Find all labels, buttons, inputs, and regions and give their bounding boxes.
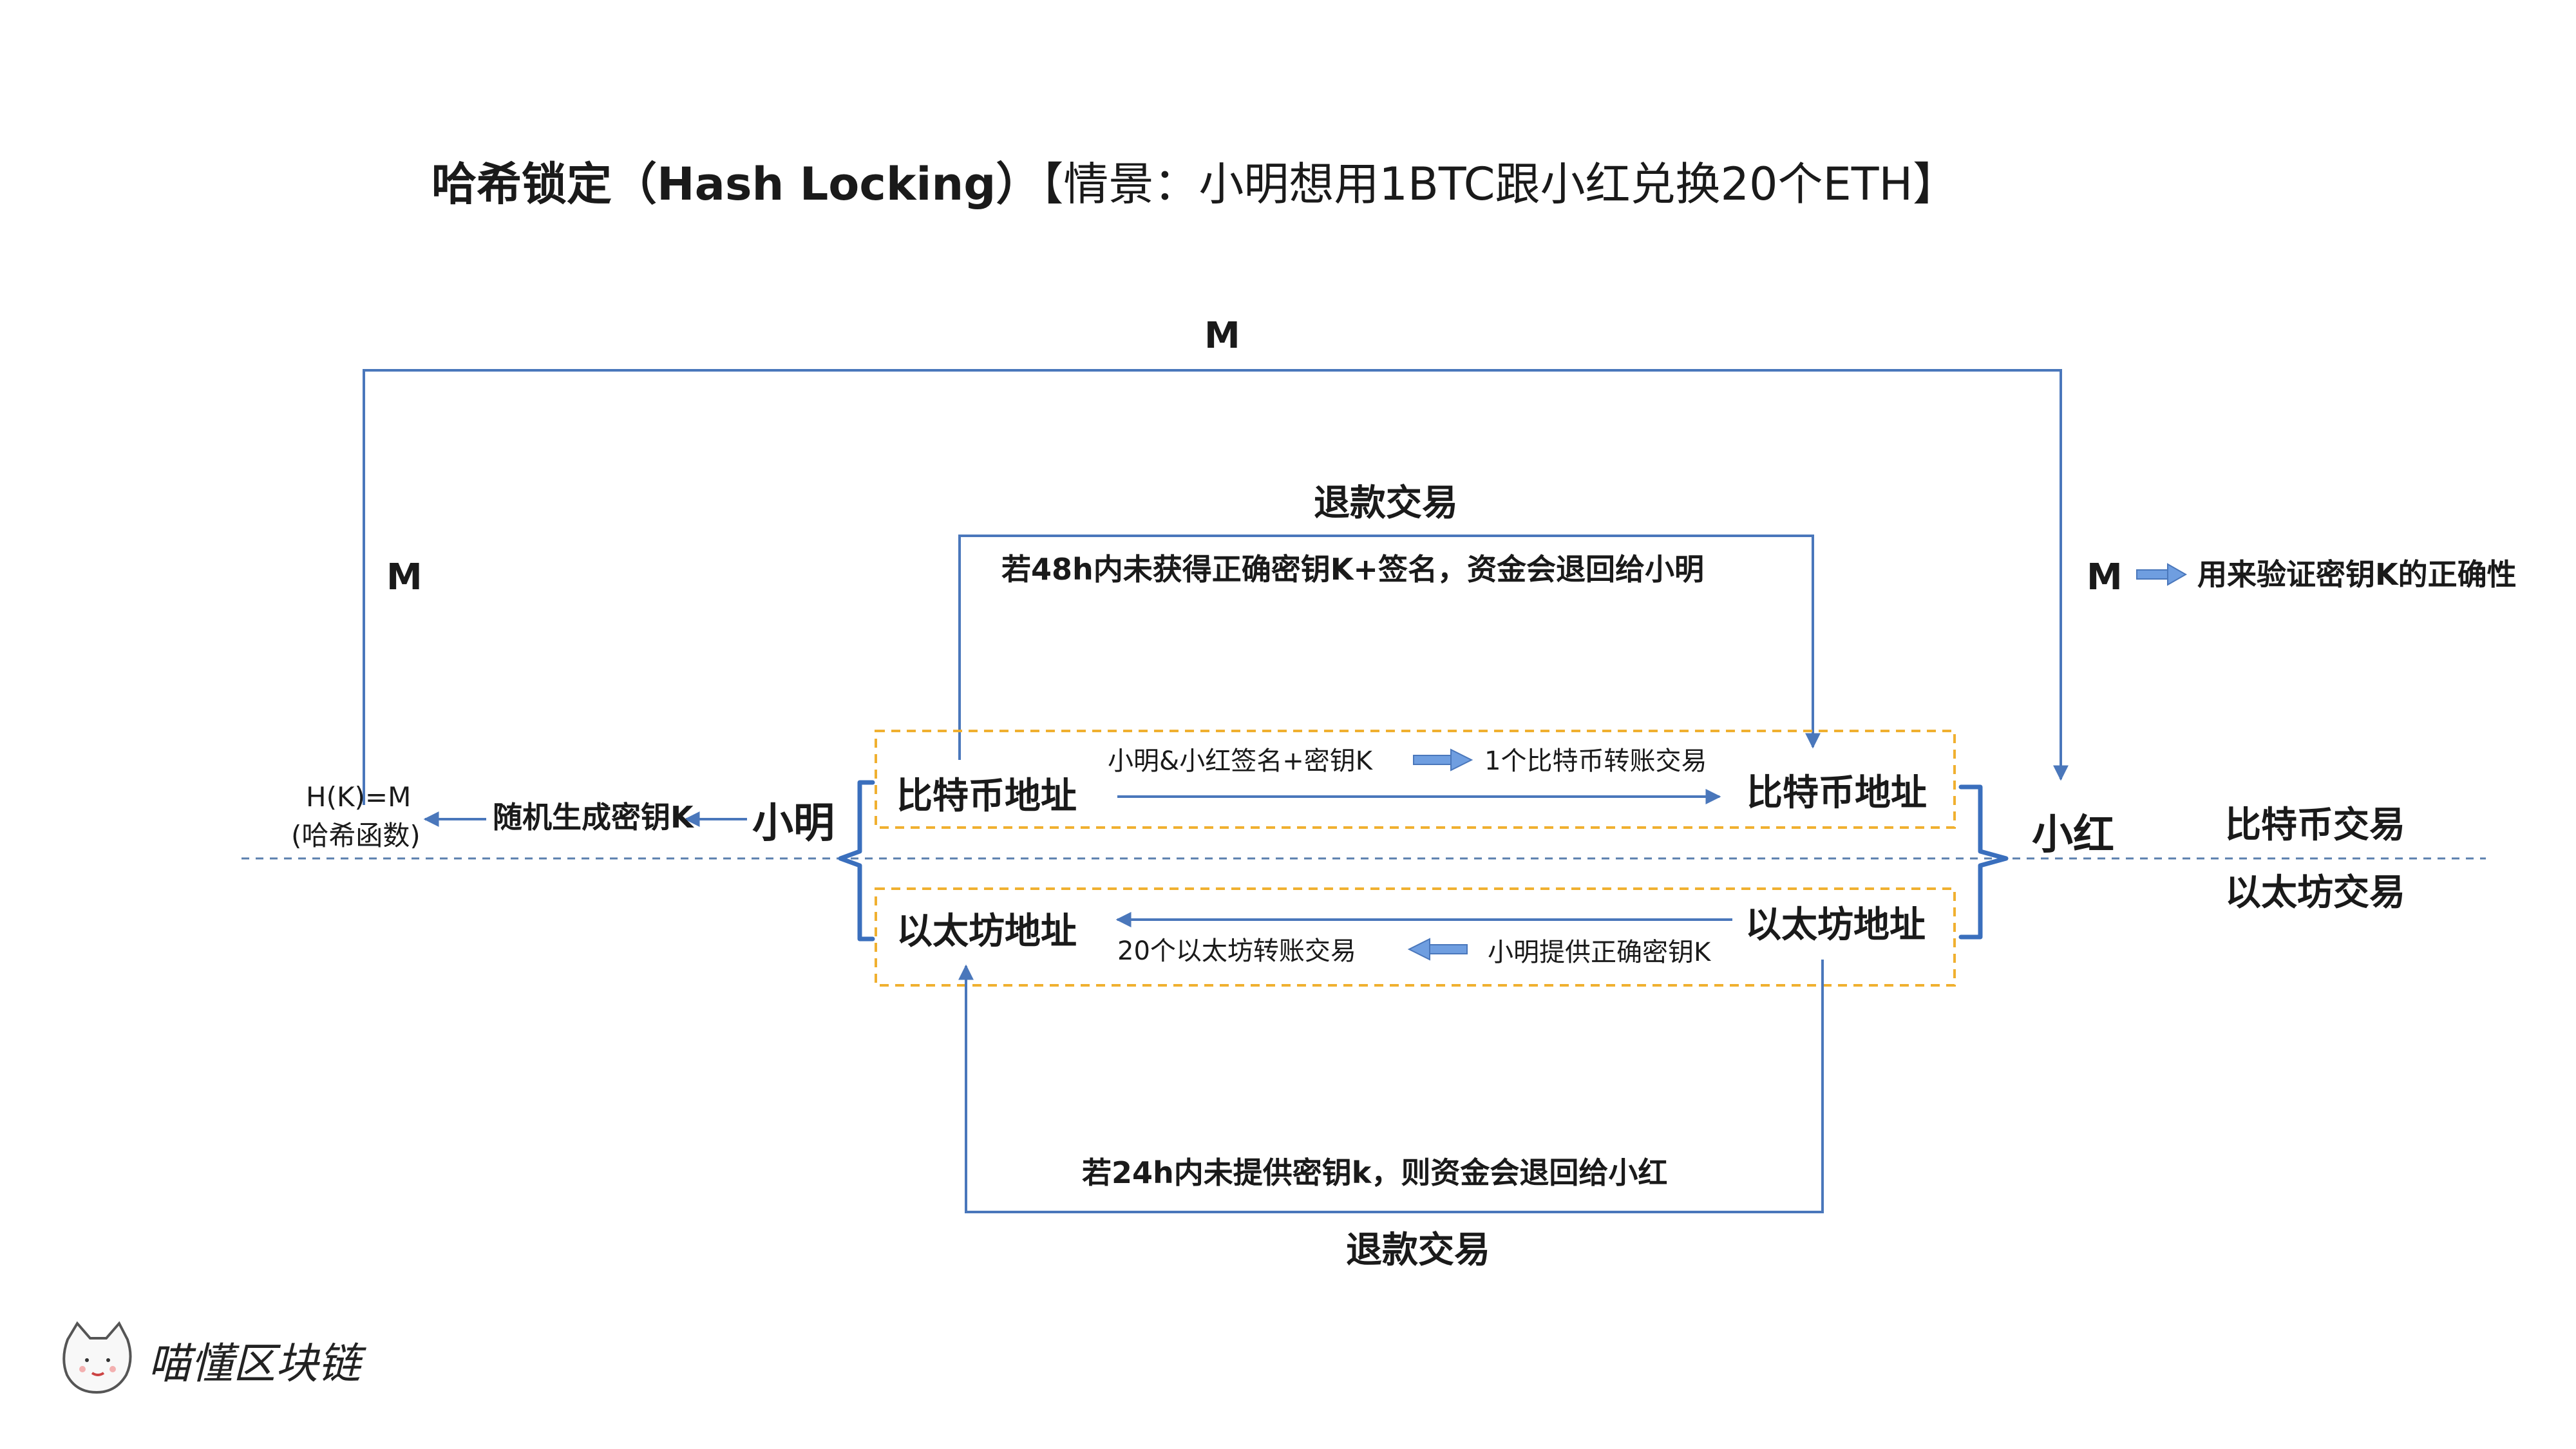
m-connector-line <box>363 369 2069 805</box>
eth-address-left: 以太坊地址 <box>896 911 1077 952</box>
m-top-label: M <box>1204 315 1240 357</box>
random-key-label: 随机生成密钥K <box>493 800 695 835</box>
m-right-label: M <box>2087 556 2123 598</box>
m-right-arrow-icon <box>2136 563 2188 586</box>
xiaoming-label: 小明 <box>752 800 835 848</box>
btc-transfer-label: 1个比特币转账交易 <box>1484 746 1707 776</box>
refund-bottom-title: 退款交易 <box>1346 1229 1490 1271</box>
refund-bottom-line <box>958 960 1824 1213</box>
xiaoming-brace <box>838 780 875 942</box>
btc-address-right: 比特币地址 <box>1747 772 1927 814</box>
btc-fat-arrow-icon <box>1413 748 1473 772</box>
refund-top-title: 退款交易 <box>1314 482 1458 524</box>
btc-transaction-label: 比特币交易 <box>2225 804 2405 846</box>
eth-transfer-label: 20个以太坊转账交易 <box>1117 936 1356 966</box>
btc-sign-label: 小明&小红签名+密钥K <box>1108 746 1374 776</box>
page-title: 哈希锁定（Hash Locking）【情景：小明想用1BTC跟小红兑换20个ET… <box>431 158 1958 211</box>
hash-function-note: (哈希函数) <box>291 820 421 851</box>
refund-top-description: 若48h内未获得正确密钥K+签名，资金会退回给小明 <box>1001 552 1704 587</box>
eth-address-right: 以太坊地址 <box>1745 904 1926 946</box>
m-right-description: 用来验证密钥K的正确性 <box>2197 557 2517 592</box>
xiaohong-brace <box>1958 784 2009 940</box>
xiaohong-label: 小红 <box>2032 811 2114 859</box>
logo-text: 喵懂区块链 <box>148 1339 366 1388</box>
refund-top-line <box>958 535 1821 760</box>
eth-key-label: 小明提供正确密钥K <box>1488 938 1712 967</box>
cat-logo-icon <box>62 1321 132 1394</box>
hash-formula: H(K)=M <box>306 781 411 813</box>
eth-fat-arrow-icon <box>1407 938 1468 961</box>
eth-transaction-label: 以太坊交易 <box>2225 872 2405 914</box>
refund-bottom-description: 若24h内未提供密钥k，则资金会退回给小红 <box>1082 1155 1667 1190</box>
m-left-label: M <box>386 556 422 598</box>
btc-address-left: 比特币地址 <box>896 775 1077 817</box>
